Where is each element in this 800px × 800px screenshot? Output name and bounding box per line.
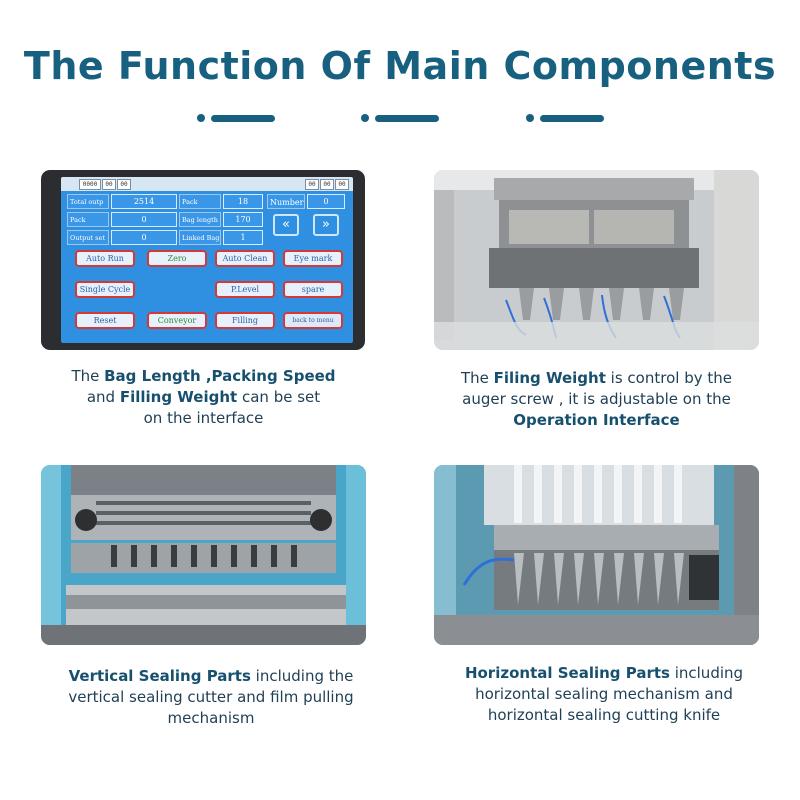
hmi-field-label: Pack Speed — [179, 194, 221, 221]
hmi-screen: 0000 00 00 00 00 00 Total outp 2514 Pack… — [61, 177, 353, 343]
hmi-number-label: Number — [267, 194, 305, 209]
hmi-field-value[interactable]: 0 — [111, 230, 177, 245]
auger-caption: The Filing Weight is control by the auge… — [461, 369, 732, 429]
hmi-status-value: 0000 — [79, 179, 101, 190]
eye-mark-button[interactable]: Eye mark — [283, 250, 343, 267]
hmi-field-label: Linked Bag — [179, 230, 221, 245]
operation-interface-photo: 0000 00 00 00 00 00 Total outp 2514 Pack… — [41, 170, 365, 350]
hmi-field-value[interactable]: 18 — [223, 194, 263, 209]
filling-button[interactable]: Filling — [215, 312, 275, 329]
auger-dosing-illustration — [434, 170, 759, 350]
p-level-button[interactable]: P.Level — [215, 281, 275, 298]
vertical-sealing-caption: Vertical Sealing Parts including the ver… — [68, 667, 354, 727]
hmi-status-value: 00 — [305, 179, 319, 190]
spare-button[interactable]: spare — [283, 281, 343, 298]
hmi-status-value: 00 — [117, 179, 131, 190]
conveyor-button[interactable]: Conveyor — [147, 312, 207, 329]
hmi-field-label: Pack number — [67, 212, 109, 239]
back-to-menu-button[interactable]: back to menu — [283, 312, 343, 329]
hmi-next-arrow-button[interactable]: » — [313, 214, 339, 236]
horizontal-sealing-caption: Horizontal Sealing Parts including horiz… — [464, 664, 744, 724]
interface-caption: The Bag Length ,Packing Speed and Fillin… — [71, 367, 336, 427]
hmi-field-label: Total outp — [67, 194, 109, 209]
vertical-sealing-illustration — [41, 465, 366, 645]
hmi-status-value: 00 — [335, 179, 349, 190]
hmi-field-value[interactable]: 1 — [223, 230, 263, 245]
hmi-status-bar — [61, 177, 353, 191]
horizontal-sealing-photo — [434, 465, 759, 645]
hmi-prev-arrow-button[interactable]: « — [273, 214, 299, 236]
hmi-field-label: Output set — [67, 230, 109, 245]
reset-button[interactable]: Reset — [75, 312, 135, 329]
hmi-field-label: Bag length — [179, 212, 221, 227]
hmi-field-value[interactable]: 170 — [223, 212, 263, 227]
hmi-number-value[interactable]: 0 — [307, 194, 345, 209]
auto-run-button[interactable]: Auto Run — [75, 250, 135, 267]
page-title: The Function Of Main Components — [23, 44, 777, 88]
zero-button[interactable]: Zero — [147, 250, 207, 267]
single-cycle-button[interactable]: Single Cycle — [75, 281, 135, 298]
auto-clean-button[interactable]: Auto Clean — [215, 250, 275, 267]
hmi-field-value[interactable]: 2514 — [111, 194, 177, 209]
hmi-field-value[interactable]: 0 — [111, 212, 177, 227]
horizontal-sealing-illustration — [434, 465, 759, 645]
vertical-sealing-photo — [41, 465, 366, 645]
auger-dosing-photo — [434, 170, 759, 350]
hmi-status-value: 00 — [102, 179, 116, 190]
hmi-status-value: 00 — [320, 179, 334, 190]
